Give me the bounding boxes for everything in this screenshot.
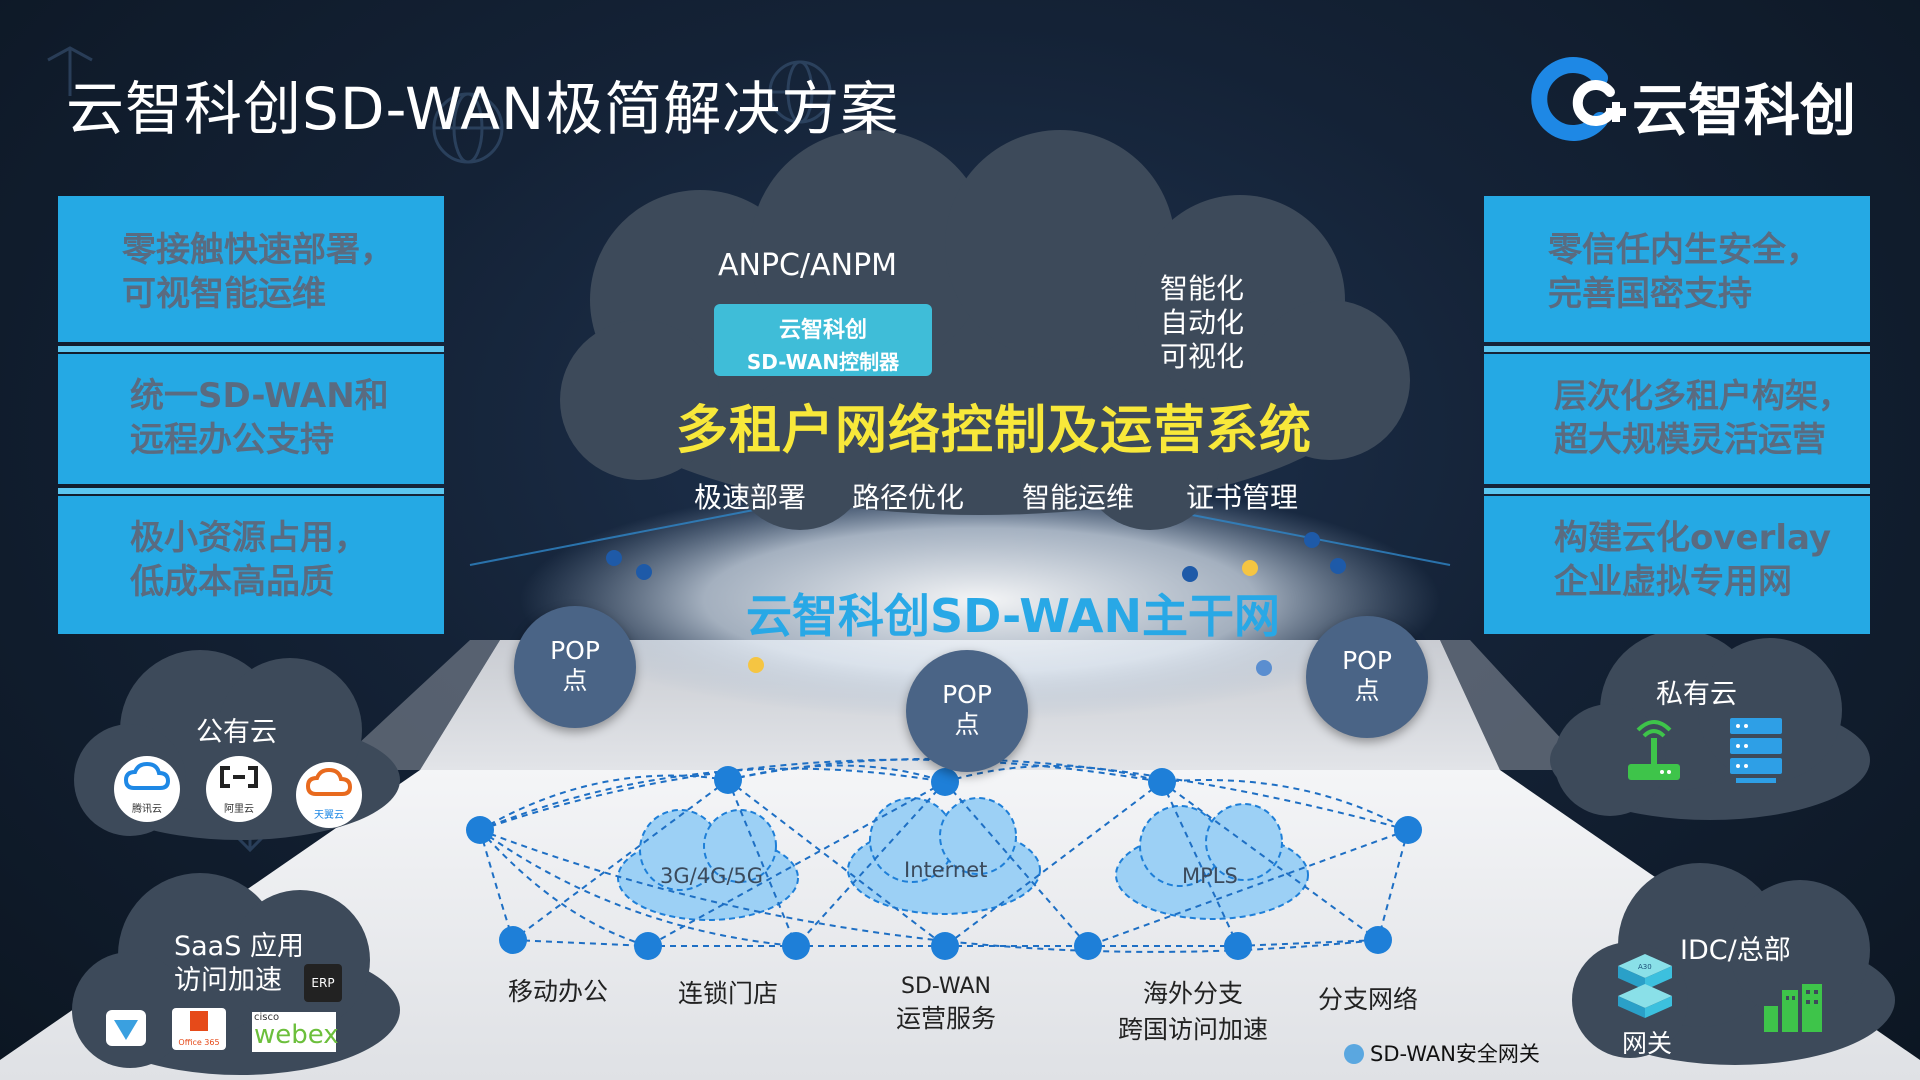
pop-line2: 点 [1354, 676, 1380, 705]
app-name: Office 365 [178, 1038, 220, 1047]
wireless-router-icon [1628, 720, 1680, 780]
gateway-chip-label: A30 [1638, 963, 1652, 971]
right-feature-panel: 零信任内生安全， 完善国密支持 层次化多租户构架， 超大规模灵活运营 构建云化o… [1484, 196, 1870, 634]
network-label-internet: Internet [904, 858, 988, 882]
gateway-nodes [466, 766, 1422, 960]
left-feature-3: 极小资源占用， 低成本高品质 [58, 496, 444, 634]
control-system-headline: 多租户网络控制及运营系统 [676, 401, 1313, 461]
node-label-line1: SD-WAN [900, 974, 991, 999]
left-feature-2-line2: 远程办公支持 [130, 420, 334, 460]
network-label-mpls: MPLS [1182, 864, 1238, 888]
pop-node: POP 点 [514, 606, 636, 728]
pop-line1: POP [550, 636, 600, 665]
node-label-overseas: 海外分支 跨国访问加速 [1118, 974, 1268, 1046]
page-title: 云智科创SD-WAN极简解决方案 [66, 75, 900, 143]
legend: SD-WAN安全网关 [1344, 1038, 1540, 1068]
anpc-label: ANPC/ANPM [718, 248, 898, 283]
pop-node: POP 点 [1306, 616, 1428, 738]
pop-line1: POP [942, 680, 992, 709]
decor-dots [606, 532, 1346, 676]
aliyun-icon: 阿里云 [206, 756, 272, 822]
node-label-line2: 跨国访问加速 [1118, 1015, 1269, 1044]
provider-name: 阿里云 [224, 804, 254, 815]
pop-node: POP 点 [906, 650, 1028, 772]
panel-divider [58, 488, 444, 494]
node-label-stores: 连锁门店 [678, 979, 779, 1008]
cloud-logo-icon [1531, 57, 1626, 141]
backbone-label: 云智科创SD-WAN主干网 [746, 589, 1280, 643]
feature-label: 路径优化 [852, 481, 965, 514]
controller-line2: SD-WAN控制器 [746, 350, 900, 374]
smart-line: 自动化 [1160, 306, 1245, 339]
smart-line: 智能化 [1160, 272, 1245, 305]
right-feature-3-line1: 构建云化overlay [1554, 518, 1832, 558]
building-icon [1764, 984, 1822, 1032]
left-feature-3-line1: 极小资源占用， [130, 518, 368, 558]
right-feature-2: 层次化多租户构架， 超大规模灵活运营 [1484, 354, 1870, 484]
brand-logo: 云智科创 [1520, 48, 1860, 144]
node-label-line1: 海外分支 [1142, 979, 1243, 1008]
left-feature-2: 统一SD-WAN和 远程办公支持 [58, 354, 444, 484]
app-name: webex [254, 1020, 339, 1050]
network-cloud-internet [847, 797, 1041, 915]
saas-title-line2: 访问加速 [174, 965, 282, 996]
feature-label: 极速部署 [694, 481, 807, 514]
private-cloud-shape [1550, 630, 1870, 820]
pop-line2: 点 [954, 710, 980, 739]
controller-line1: 云智科创 [778, 318, 867, 343]
network-cloud-mpls [1115, 803, 1309, 920]
tencent-cloud-icon: 腾讯云 [114, 756, 180, 822]
control-cloud-shape [560, 130, 1410, 530]
node-label-mobile: 移动办公 [508, 977, 609, 1006]
node-label-operations: SD-WAN 运营服务 [894, 974, 998, 1035]
legend-label: SD-WAN安全网关 [1370, 1042, 1540, 1066]
private-cloud-title: 私有云 [1656, 679, 1737, 710]
server-rack-icon [1730, 718, 1782, 783]
network-label-3g: 3G/4G/5G [660, 864, 764, 888]
pop-line1: POP [1342, 646, 1392, 675]
left-feature-panel: 零接触快速部署， 可视智能运维 统一SD-WAN和 远程办公支持 极小资源占用，… [58, 196, 444, 634]
right-feature-2-line2: 超大规模灵活运营 [1554, 420, 1826, 460]
panel-divider [1484, 346, 1870, 352]
public-cloud-title: 公有云 [196, 717, 277, 748]
right-feature-1-line2: 完善国密支持 [1548, 274, 1752, 314]
feature-label: 证书管理 [1186, 481, 1299, 514]
smart-line: 可视化 [1160, 340, 1245, 373]
erp-icon: ERP [304, 964, 342, 1002]
right-feature-1: 零信任内生安全， 完善国密支持 [1484, 196, 1870, 342]
left-feature-1: 零接触快速部署， 可视智能运维 [58, 196, 444, 342]
smart-capabilities: 智能化 自动化 可视化 [1160, 272, 1244, 374]
provider-name: 天翼云 [314, 810, 344, 821]
panel-divider [58, 346, 444, 352]
saas-title-line1: SaaS 应用 [174, 931, 304, 962]
feature-label: 智能运维 [1022, 481, 1135, 514]
feishu-app-icon [106, 1010, 146, 1046]
right-feature-2-line1: 层次化多租户构架， [1554, 376, 1851, 415]
office365-icon: Office 365 [172, 1008, 226, 1050]
right-feature-3: 构建云化overlay 企业虚拟专用网 [1484, 496, 1870, 634]
left-feature-2-line1: 统一SD-WAN和 [130, 376, 389, 416]
node-label-line2: 运营服务 [895, 1004, 996, 1033]
left-feature-1-line1: 零接触快速部署， [122, 230, 394, 270]
panel-divider [1484, 488, 1870, 494]
logo-text: 云智科创 [1632, 79, 1856, 144]
legend-dot [1344, 1044, 1364, 1064]
network-cloud-3g [617, 809, 799, 921]
node-label-branch: 分支网络 [1318, 985, 1419, 1014]
webex-icon: cisco webex [252, 1012, 339, 1052]
right-feature-1-line1: 零信任内生安全， [1548, 230, 1820, 270]
tianyi-cloud-icon: 天翼云 [296, 762, 362, 828]
left-feature-1-line2: 可视智能运维 [122, 274, 326, 314]
left-feature-3-line2: 低成本高品质 [130, 562, 334, 602]
gateway-label: 网关 [1622, 1029, 1673, 1058]
app-name: ERP [311, 976, 335, 990]
controller-box: 云智科创 SD-WAN控制器 [714, 304, 932, 376]
provider-name: 腾讯云 [132, 804, 162, 815]
idc-title: IDC/总部 [1680, 935, 1791, 966]
right-feature-3-line2: 企业虚拟专用网 [1554, 562, 1792, 602]
app-name: cisco [254, 1012, 280, 1023]
gateway-device-icon: A30 [1618, 954, 1672, 1018]
pop-line2: 点 [562, 666, 588, 695]
